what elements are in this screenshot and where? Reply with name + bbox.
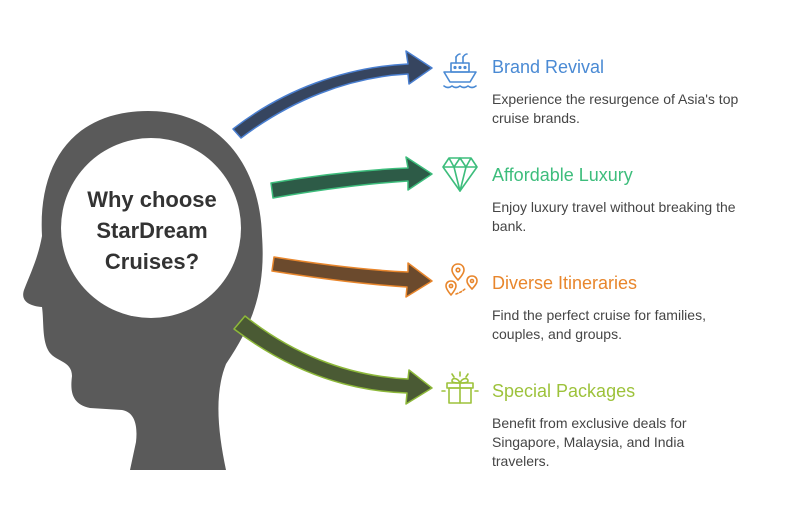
map-pins-icon [445,263,478,296]
item-diverse-itineraries: Diverse Itineraries Find the perfect cru… [492,272,772,344]
item-desc-line: Benefit from exclusive deals for [492,415,687,431]
item-desc-line: Enjoy luxury travel without breaking the [492,199,736,215]
item-desc-line: bank. [492,218,527,234]
item-description: Enjoy luxury travel without breaking the… [492,198,772,236]
item-desc-line: Singapore, Malaysia, and India [492,434,685,450]
center-title-line-3: Cruises? [104,249,200,274]
arrow-brand-revival [232,50,433,139]
item-description: Experience the resurgence of Asia's top … [492,90,772,128]
item-desc-line: travelers. [492,453,550,469]
diamond-icon [442,157,478,192]
arrow-affordable-luxury [270,156,433,199]
item-description: Find the perfect cruise for families, co… [492,306,772,344]
item-special-packages: Special Packages Benefit from exclusive … [492,380,772,471]
center-title: Why choose StarDream Cruises? [68,184,236,277]
item-title: Diverse Itineraries [492,273,638,293]
item-affordable-luxury: Affordable Luxury Enjoy luxury travel wi… [492,164,772,236]
item-description: Benefit from exclusive deals for Singapo… [492,414,772,471]
arrow-diverse-itineraries [271,256,433,298]
center-title-line-1: Why choose [87,187,217,212]
arrow-special-packages [233,315,433,405]
item-title: Brand Revival [492,57,605,77]
item-desc-line: couples, and groups. [492,326,622,342]
item-desc-line: Experience the resurgence of Asia's top [492,91,739,107]
item-desc-line: Find the perfect cruise for families, [492,307,706,323]
thought-circle [61,138,241,318]
item-brand-revival: Brand Revival Experience the resurgence … [492,56,772,128]
cruise-ship-icon [443,53,477,89]
gift-icon [441,371,479,404]
center-title-line-2: StarDream [96,218,208,243]
item-desc-line: cruise brands. [492,110,580,126]
item-title: Special Packages [492,381,636,401]
item-title: Affordable Luxury [492,165,633,185]
